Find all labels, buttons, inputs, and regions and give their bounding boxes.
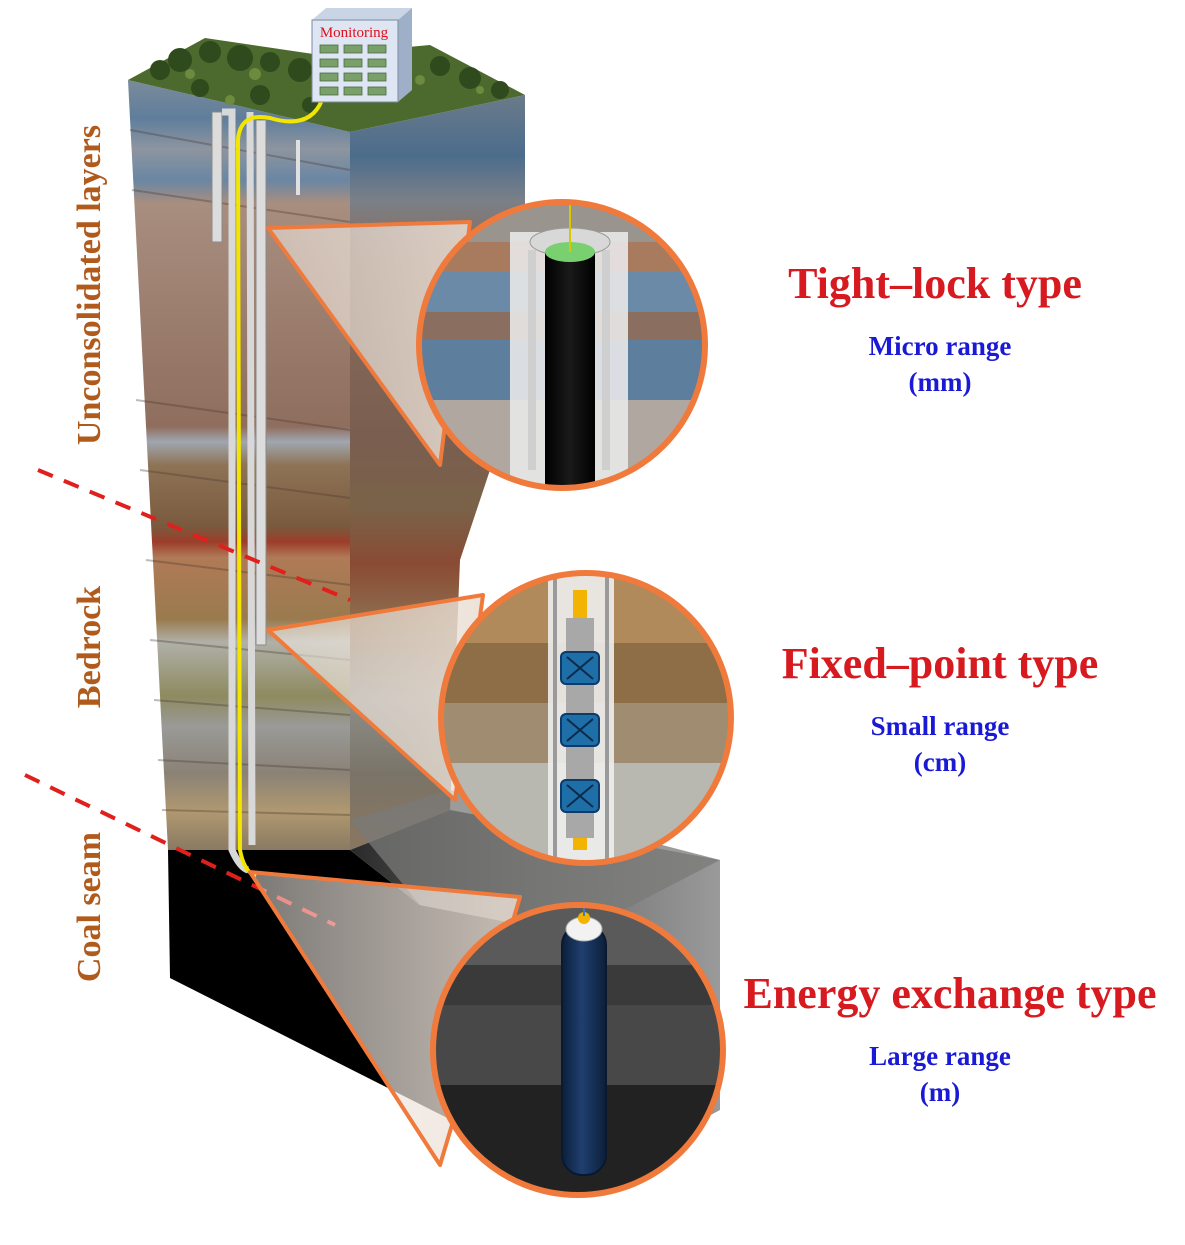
range-unit-energy-exchange: (m) — [919, 1077, 961, 1108]
monitor-window-grid — [319, 44, 387, 96]
range-unit-fixed-point: (cm) — [913, 747, 967, 778]
range-unit-tight-lock: (mm) — [908, 367, 972, 398]
type-title-fixed-point: Fixed–point type — [781, 639, 1099, 688]
optical-fiber-cable — [235, 99, 324, 878]
detail-circle-fixed-point — [438, 570, 734, 866]
range-fixed-point: Small range (cm) — [800, 708, 1080, 781]
forest-highlights — [185, 68, 484, 105]
detail-circle-tight-lock — [416, 199, 708, 491]
anchor-2 — [560, 713, 600, 747]
detail-circle-energy-exchange — [430, 902, 726, 1198]
range-energy-exchange: Large range (m) — [800, 1038, 1080, 1111]
anchor-1 — [560, 651, 600, 685]
zone-label-unconsolidated: Unconsolidated layers — [71, 124, 108, 446]
monitoring-label: Monitoring — [320, 25, 389, 41]
type-title-energy-exchange: Energy exchange type — [743, 969, 1157, 1018]
zone-label-coal-seam: Coal seam — [71, 831, 108, 983]
range-label-energy-exchange: Large range — [869, 1041, 1011, 1071]
type-title-tight-lock: Tight–lock type — [788, 259, 1082, 308]
monitoring-station: Monitoring — [311, 8, 412, 103]
range-tight-lock: Micro range (mm) — [800, 328, 1080, 401]
zone-label-bedrock: Bedrock — [71, 585, 108, 709]
anchor-3 — [560, 779, 600, 813]
range-label-tight-lock: Micro range — [868, 331, 1012, 361]
boundary-unconsolidated-bedrock — [37, 468, 351, 602]
range-label-fixed-point: Small range — [870, 711, 1010, 741]
